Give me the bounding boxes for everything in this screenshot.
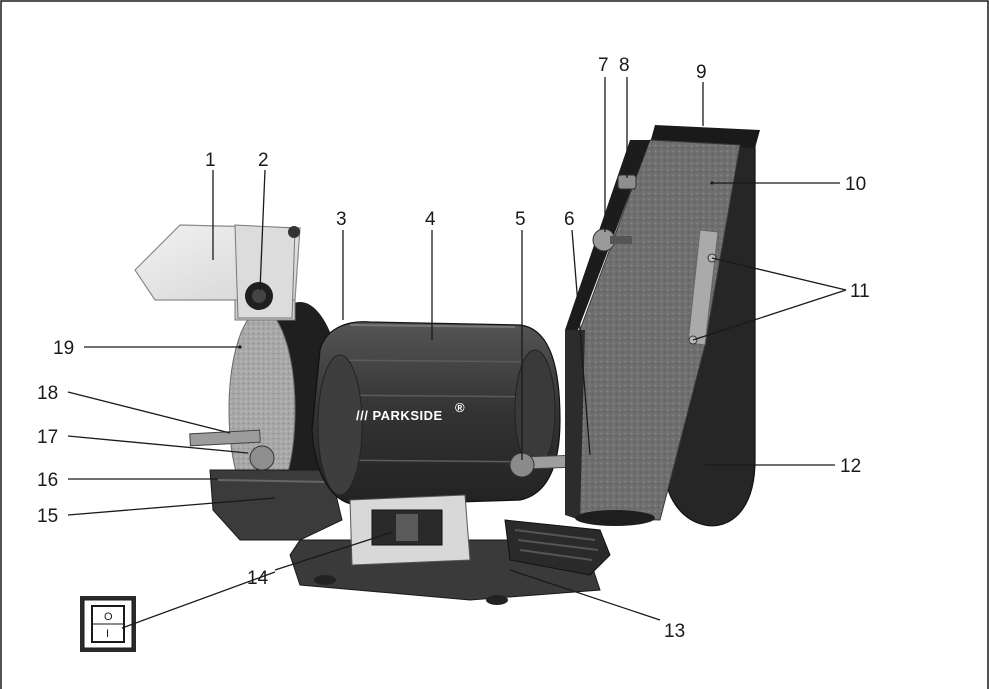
callout-16: 16 (37, 470, 58, 491)
callout-13: 13 (664, 621, 685, 642)
eye-shield (134, 224, 301, 319)
callout-9: 9 (696, 62, 707, 83)
callout-4: 4 (425, 209, 436, 230)
tool-rest-knob (249, 445, 275, 471)
leader-18 (67, 391, 231, 434)
callout-leaders (67, 77, 847, 629)
leader-17 (67, 435, 249, 454)
callout-3: 3 (336, 209, 347, 230)
leader-14 (274, 531, 394, 571)
leader-switch (121, 571, 276, 629)
trademark-symbol: ® (455, 400, 465, 415)
callout-1: 1 (205, 150, 216, 171)
motor-housing: /// PARKSIDE ® (311, 321, 561, 506)
callout-5: 5 (515, 209, 526, 230)
switch-off-symbol: O (104, 611, 113, 623)
callout-17: 17 (37, 427, 58, 448)
callout-2: 2 (258, 150, 269, 171)
rubber-foot (486, 595, 508, 605)
callout-labels: 1 2 3 4 5 6 7 8 9 10 11 12 13 14 15 16 1… (37, 55, 870, 642)
rubber-foot (314, 575, 336, 585)
switch-panel (349, 494, 471, 566)
leader-15 (67, 497, 276, 516)
brand-label: /// PARKSIDE (356, 408, 443, 423)
leader-2 (259, 169, 266, 291)
callout-12: 12 (840, 456, 861, 477)
callout-18: 18 (37, 383, 58, 404)
switch-on-symbol: I (106, 628, 109, 640)
leader-6 (571, 229, 591, 456)
callout-14: 14 (247, 568, 269, 589)
callout-7: 7 (598, 55, 609, 76)
bench-grinder-illustration: /// PARKSIDE ® (134, 125, 760, 605)
leader-11a (711, 257, 847, 291)
callout-6: 6 (564, 209, 575, 230)
leader-13 (509, 569, 661, 621)
callout-11: 11 (850, 281, 870, 302)
callout-10: 10 (845, 174, 866, 195)
callout-15: 15 (37, 506, 58, 527)
callout-8: 8 (619, 55, 630, 76)
callout-19: 19 (53, 338, 74, 359)
leader-11b (692, 289, 847, 341)
belt-sander-arm (565, 125, 760, 527)
mounting-bracket (504, 519, 611, 576)
switch-symbol-illustration: O I (80, 596, 136, 652)
